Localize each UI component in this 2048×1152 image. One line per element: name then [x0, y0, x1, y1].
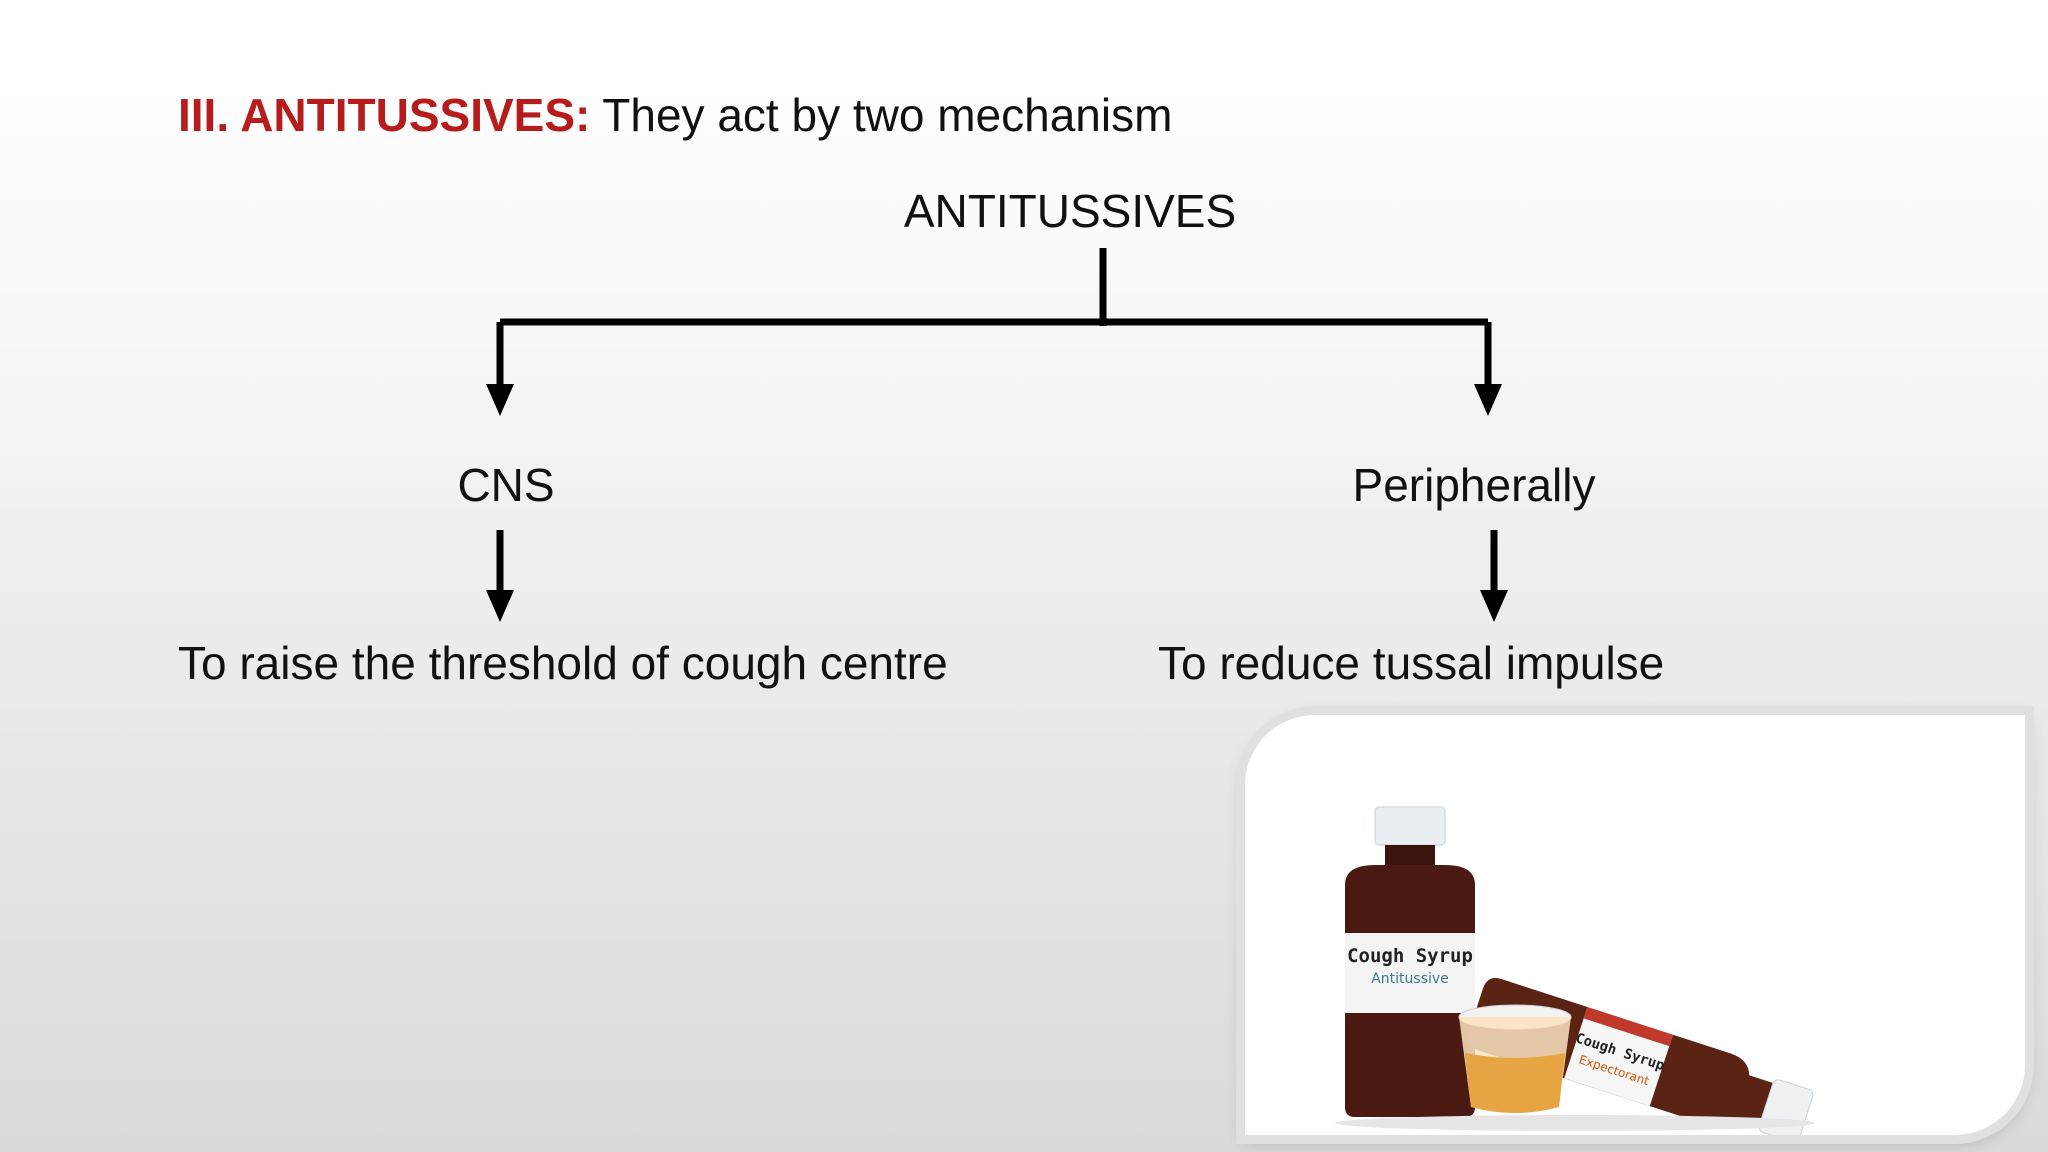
slide-heading: III. ANTITUSSIVES: They act by two mecha…: [178, 88, 1172, 142]
root-node: ANTITUSSIVES: [903, 185, 1237, 237]
peripheral-effect-arrowhead: [1480, 590, 1508, 622]
heading-prefix: III. ANTITUSSIVES:: [178, 89, 591, 141]
upright-bottle: Cough Syrup Antitussive: [1345, 806, 1475, 1117]
right-branch-arrowhead: [1474, 384, 1502, 416]
dose-cup: [1458, 1004, 1572, 1113]
cns-effect-arrowhead: [486, 590, 514, 622]
peripheral-effect: To reduce tussal impulse: [1158, 637, 1665, 689]
cough-syrup-photo: Cough Syrup Antitussive Cough Syrup Expe…: [1245, 715, 2025, 1135]
bottle-label-main: Cough Syrup: [1347, 945, 1473, 967]
cough-syrup-illustration: Cough Syrup Antitussive Cough Syrup Expe…: [1335, 806, 1815, 1135]
left-branch-arrowhead: [486, 384, 514, 416]
cns-node: CNS: [457, 459, 555, 511]
heading-text: They act by two mechanism: [590, 89, 1173, 141]
bottle-label-sub: Antitussive: [1371, 971, 1449, 987]
peripheral-node: Peripherally: [1352, 459, 1596, 511]
cns-effect: To raise the threshold of cough centre: [178, 637, 948, 689]
